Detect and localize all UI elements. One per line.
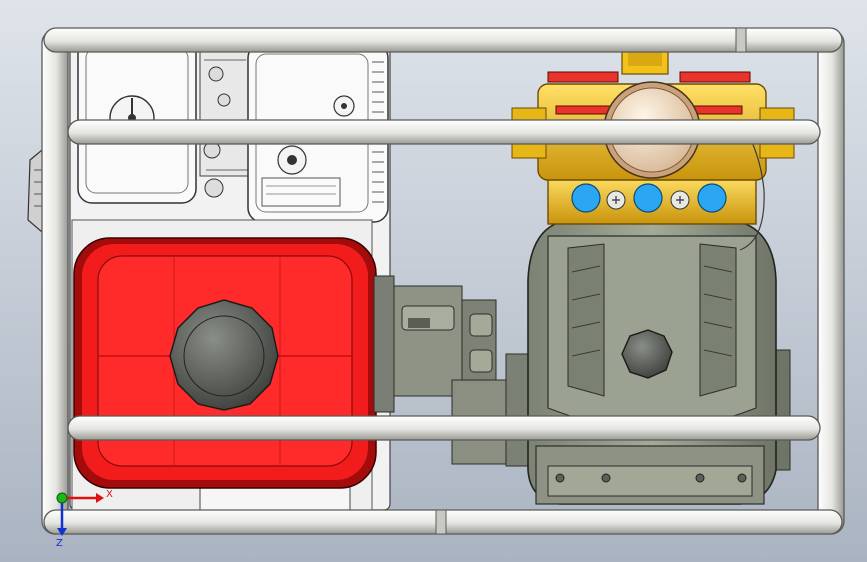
roll-frame[interactable] xyxy=(41,27,845,535)
axis-triad-icon xyxy=(56,492,104,536)
valve-caps xyxy=(571,183,727,213)
pump-assembly[interactable] xyxy=(527,221,791,505)
fuel-tank[interactable] xyxy=(73,237,377,489)
axis-x-label: X xyxy=(106,489,113,500)
axis-z-label: Z xyxy=(56,538,63,549)
fuel-cap[interactable] xyxy=(169,299,279,411)
